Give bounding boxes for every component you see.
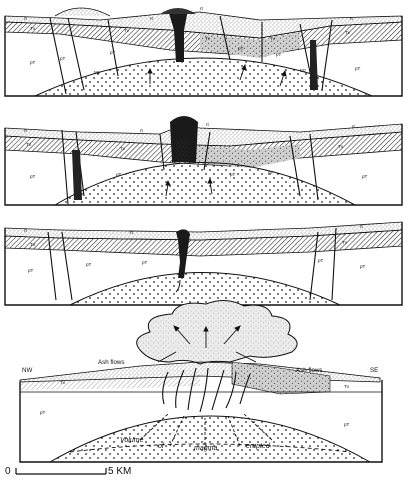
label-tv: Tv bbox=[345, 30, 351, 35]
label-pt: pT bbox=[344, 422, 350, 427]
label-pt: pT bbox=[360, 264, 366, 269]
magma-chamber-4 bbox=[48, 415, 372, 463]
label-of: of bbox=[158, 443, 165, 450]
label-rt: rt bbox=[130, 230, 134, 235]
label-pt: pT bbox=[318, 258, 324, 263]
scale-end-label: 5 KM bbox=[108, 466, 131, 477]
label-nw: NW bbox=[22, 367, 32, 374]
magma-chamber-2 bbox=[53, 162, 356, 206]
label-pt: pT bbox=[362, 174, 368, 179]
rt-layer-3 bbox=[4, 221, 403, 241]
cross-section-panel-2: rt rt rt rt Tv Tv Tv pT pT pT pT pT bbox=[4, 116, 403, 206]
label-pt: pT bbox=[355, 66, 361, 71]
label-pt: pT bbox=[268, 170, 274, 175]
vent-conduit-1 bbox=[168, 10, 188, 62]
label-pt: pT bbox=[60, 56, 66, 61]
rt-layer-2 bbox=[4, 123, 403, 147]
label-pt: pT bbox=[276, 52, 282, 57]
dike-3 bbox=[176, 229, 190, 278]
label-pt: pT bbox=[86, 262, 92, 267]
label-tv: Tv bbox=[30, 242, 36, 247]
label-tv: Tv bbox=[30, 26, 36, 31]
label-rt: rt bbox=[360, 224, 364, 229]
label-se: SE bbox=[370, 367, 378, 374]
label-tv: Tv bbox=[60, 380, 66, 385]
label-tv: Tv bbox=[124, 28, 130, 33]
scale-start-label: 0 bbox=[5, 466, 11, 477]
label-rt: rt bbox=[352, 124, 356, 129]
magma-chamber-1 bbox=[34, 57, 373, 97]
label-ash-flows: Ash flows bbox=[98, 359, 124, 366]
eruption-column bbox=[136, 300, 298, 365]
label-pt: pT bbox=[30, 60, 36, 65]
label-erupted: erupted bbox=[246, 443, 271, 450]
label-rt: rt bbox=[206, 122, 210, 127]
rt-layer-1 bbox=[4, 11, 403, 39]
label-pt: pT bbox=[238, 46, 244, 51]
label-rt: rt bbox=[24, 16, 28, 21]
label-mz: Mz bbox=[94, 70, 101, 75]
label-tv: Tv bbox=[26, 142, 32, 147]
label-tv: Tv bbox=[342, 240, 348, 245]
scale-bar: 0 5 KM bbox=[5, 466, 131, 477]
label-rt: rt bbox=[140, 128, 144, 133]
label-rt: rt bbox=[24, 128, 28, 133]
label-pt: pT bbox=[116, 172, 122, 177]
label-pt: pT bbox=[230, 172, 236, 177]
label-ash-flows: Ash flows bbox=[296, 367, 322, 374]
cross-section-panel-1: rt rt rt rt Tv Tv Tv Tv Tv pT pT pT pT p… bbox=[4, 6, 403, 97]
label-volume: Volume bbox=[120, 437, 144, 444]
label-pt: pT bbox=[110, 50, 116, 55]
label-rt: rt bbox=[350, 16, 354, 21]
label-rt: rt bbox=[150, 16, 154, 21]
label-rt: rt bbox=[200, 6, 204, 11]
label-pt: pT bbox=[30, 174, 36, 179]
magma-chamber-3 bbox=[69, 272, 341, 306]
cross-section-panel-4: NW SE Ash flows Ash flows Tv Tv pT pT Vo… bbox=[19, 300, 383, 463]
feeder-vents bbox=[162, 367, 251, 413]
label-pt: pT bbox=[142, 260, 148, 265]
label-rt: rt bbox=[24, 228, 28, 233]
label-pt: pT bbox=[28, 268, 34, 273]
label-mz: Mz bbox=[300, 68, 307, 73]
label-tv: Tv bbox=[344, 384, 350, 389]
label-magma: magma bbox=[194, 445, 217, 452]
label-tv: Tv bbox=[205, 36, 211, 41]
label-tv: Tv bbox=[120, 146, 126, 151]
label-tv: Tv bbox=[338, 144, 344, 149]
label-pt: pT bbox=[40, 410, 46, 415]
label-tv: Tv bbox=[270, 36, 276, 41]
cross-section-panel-3: rt rt rt Tv Tv pT pT pT pT pT bbox=[4, 221, 403, 306]
